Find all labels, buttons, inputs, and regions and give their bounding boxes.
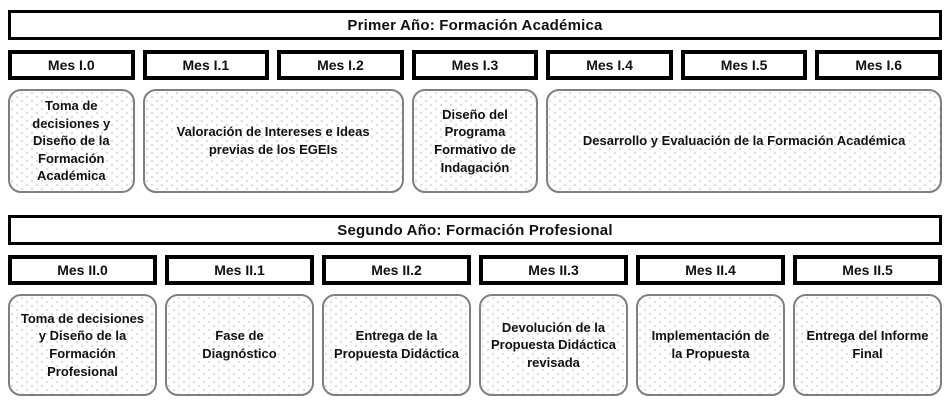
month-cell-ii1: Mes II.1 (165, 255, 314, 285)
year2-month-row: Mes II.0 Mes II.1 Mes II.2 Mes II.3 Mes … (8, 255, 942, 285)
month-cell-ii4: Mes II.4 (636, 255, 785, 285)
year1-header: Primer Año: Formación Académica (8, 10, 942, 40)
year2-header: Segundo Año: Formación Profesional (8, 215, 942, 245)
band-separator (8, 193, 942, 215)
activity-box: Diseño del Programa Formativo de Indagac… (411, 89, 539, 193)
activity-box: Implementación de la Propuesta (636, 294, 785, 396)
activity-box: Desarrollo y Evaluación de la Formación … (546, 89, 942, 193)
month-cell-i0: Mes I.0 (8, 50, 135, 80)
month-cell-i1: Mes I.1 (142, 50, 270, 80)
month-cell-ii2: Mes II.2 (322, 255, 471, 285)
year1-activity-row: Toma de decisiones y Diseño de la Formac… (8, 89, 942, 193)
month-cell-i4: Mes I.4 (546, 50, 673, 80)
activity-box: Valoración de Intereses e Ideas previas … (142, 89, 404, 193)
year1-month-row: Mes I.0 Mes I.1 Mes I.2 Mes I.3 Mes I.4 … (8, 50, 942, 80)
activity-box: Toma de decisiones y Diseño de la Formac… (8, 89, 135, 193)
month-cell-ii0: Mes II.0 (8, 255, 157, 285)
month-cell-ii3: Mes II.3 (479, 255, 628, 285)
activity-box: Entrega del Informe Final (793, 294, 942, 396)
year1-band: Primer Año: Formación Académica Mes I.0 … (8, 10, 942, 193)
month-cell-ii5: Mes II.5 (793, 255, 942, 285)
activity-box: Toma de decisiones y Diseño de la Formac… (8, 294, 157, 396)
month-cell-i5: Mes I.5 (680, 50, 808, 80)
month-cell-i2: Mes I.2 (277, 50, 404, 80)
activity-box: Devolución de la Propuesta Didáctica rev… (479, 294, 628, 396)
activity-box: Entrega de la Propuesta Didáctica (322, 294, 471, 396)
year2-activity-row: Toma de decisiones y Diseño de la Formac… (8, 294, 942, 396)
activity-box: Fase de Diagnóstico (165, 294, 314, 396)
month-cell-i3: Mes I.3 (411, 50, 539, 80)
month-cell-i6: Mes I.6 (815, 50, 942, 80)
year2-band: Segundo Año: Formación Profesional Mes I… (8, 215, 942, 396)
